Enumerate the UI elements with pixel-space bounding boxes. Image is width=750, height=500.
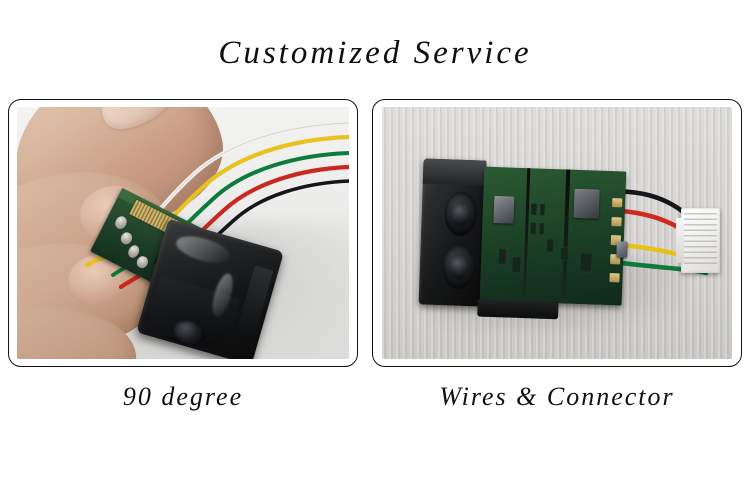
solder-pad	[609, 273, 620, 284]
solder-pad	[611, 198, 623, 209]
crystal-component	[493, 196, 514, 225]
connector-header	[615, 241, 628, 258]
smd-component	[511, 256, 521, 274]
page-title: Customized Service	[218, 35, 532, 71]
pcb-seam	[521, 168, 530, 303]
smd-component	[529, 222, 536, 235]
product-photo-wires-connector	[382, 107, 732, 359]
connector-ribs	[683, 213, 718, 269]
module-optical-housing	[418, 158, 486, 308]
photo-right-scene	[382, 107, 732, 359]
lens-barrel-upper	[443, 191, 478, 237]
smd-component	[497, 248, 507, 265]
smd-component	[538, 203, 546, 217]
module-pcb	[479, 166, 628, 307]
smd-component	[579, 253, 592, 273]
product-photo-90-degree	[17, 107, 349, 359]
connector-lip	[675, 218, 685, 263]
photo-left-scene	[17, 107, 349, 359]
caption-right: Wires & Connector	[439, 382, 675, 411]
smd-component	[560, 247, 568, 262]
smd-component	[538, 222, 545, 235]
white-connector	[675, 207, 720, 274]
solder-pad	[611, 217, 622, 227]
lens-inner	[448, 254, 468, 280]
smd-component	[546, 239, 554, 253]
rangefinder-module	[418, 158, 628, 321]
lens-inner	[450, 201, 470, 227]
pcb-seam	[561, 169, 570, 305]
lens-barrel-lower	[441, 244, 476, 290]
housing-top-lip	[422, 158, 486, 186]
caption-left: 90 degree	[122, 382, 244, 411]
shield-can	[572, 188, 600, 220]
smd-component	[530, 203, 537, 216]
